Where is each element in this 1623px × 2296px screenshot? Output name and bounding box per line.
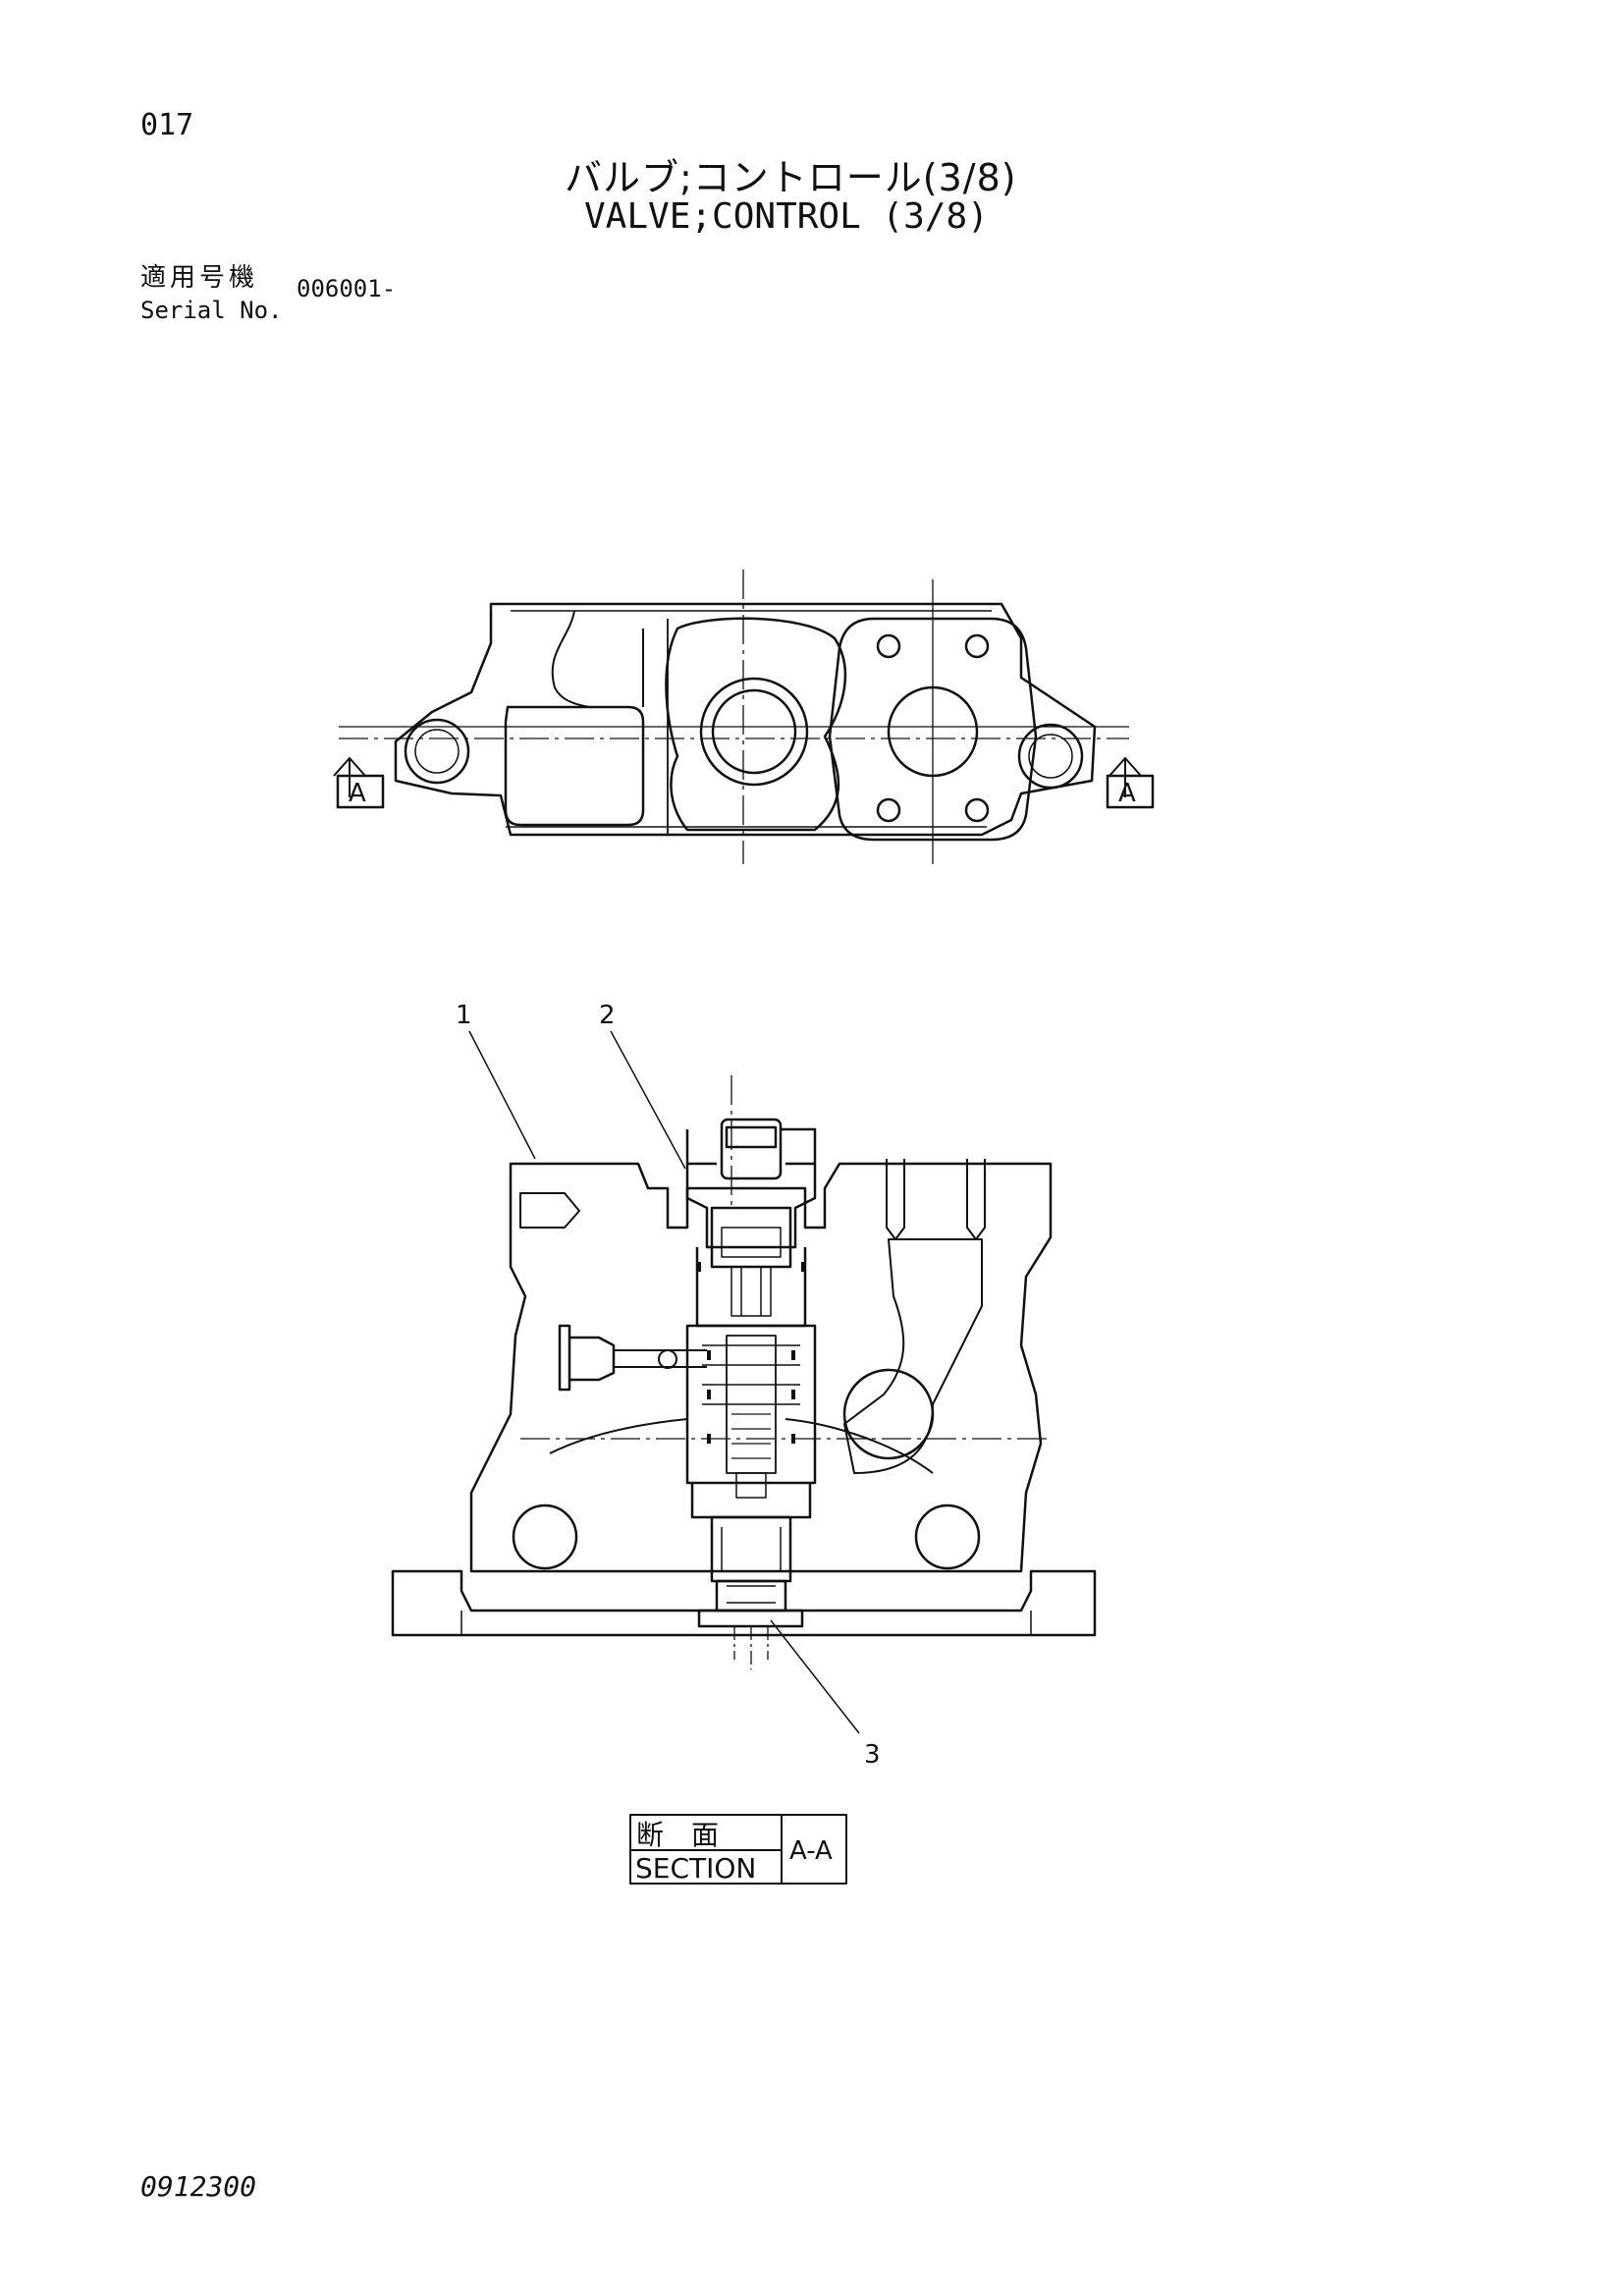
top-view-flange [828, 617, 1038, 842]
section-passage-circle [842, 1368, 935, 1460]
section-label-id: A-A [789, 1836, 833, 1866]
callout-3: 3 [864, 1740, 881, 1770]
section-lower-right-hole [914, 1503, 981, 1570]
spool-assembly [685, 1075, 817, 1669]
section-base-plate [391, 1569, 1097, 1637]
section-arrow-left-icon [333, 757, 366, 797]
serial-label-japanese: 適用号機 [140, 263, 259, 293]
top-view-bolt-1 [876, 633, 901, 659]
section-label-english: SECTION [635, 1852, 756, 1885]
serial-number-value: 006001- [297, 275, 397, 302]
top-view [333, 570, 1155, 864]
title-japanese: バルブ;コントロール(3/8) [565, 156, 1017, 199]
section-arrow-left-label: A [349, 779, 366, 808]
top-view-bolt-4 [964, 797, 990, 823]
section-main-housing [469, 1162, 1053, 1573]
section-label-box [629, 1814, 847, 1885]
section-arrow-right-label: A [1118, 779, 1136, 808]
serial-label-english: Serial No. [140, 297, 283, 324]
callout-1-leader [468, 1030, 536, 1160]
section-arrow-right-icon [1109, 757, 1142, 797]
top-view-mount-hole-right [1017, 723, 1084, 790]
top-view-left-boss [504, 705, 645, 827]
top-view-port-outer [699, 677, 809, 787]
top-view-body-outline [394, 602, 1097, 837]
section-view [391, 1030, 1097, 1885]
document-code: 0912300 [140, 2170, 257, 2203]
callout-2-leader [610, 1030, 686, 1170]
callout-3-leader [770, 1619, 860, 1734]
section-label-japanese: 断 面 [636, 1819, 719, 1851]
section-side-port [558, 1324, 616, 1392]
top-view-central-boss [665, 617, 847, 832]
top-view-bolt-3 [876, 797, 901, 823]
top-view-port-inner [711, 688, 797, 775]
page-number: 017 [140, 108, 194, 142]
section-lower-left-hole [512, 1503, 578, 1570]
callout-2: 2 [599, 1001, 616, 1030]
callout-1: 1 [456, 1001, 472, 1030]
top-view-mount-hole-left [404, 718, 470, 785]
top-view-bolt-2 [964, 633, 990, 659]
title-english: VALVE;CONTROL (3/8) [584, 196, 989, 237]
